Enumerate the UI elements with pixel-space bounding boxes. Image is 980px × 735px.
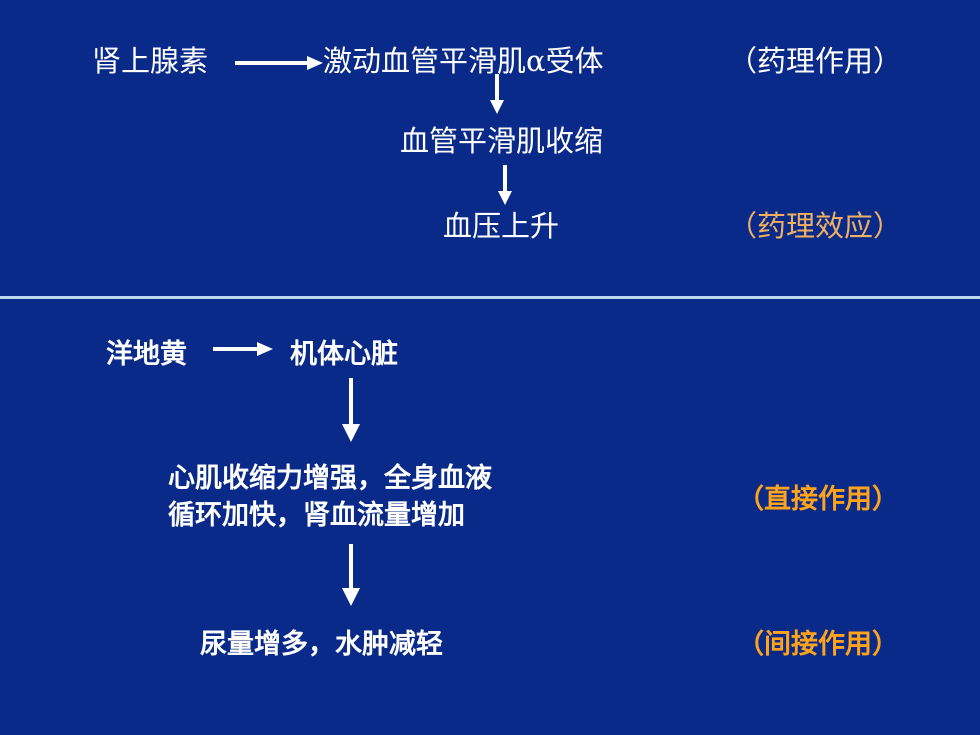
pharmacological-effect-label: （药理效应） — [728, 209, 903, 243]
arrow-right-icon — [235, 56, 323, 70]
epinephrine-text: 肾上腺素 — [92, 44, 209, 78]
indirect-effect-text: 尿量增多，水肿减轻 — [200, 629, 443, 660]
indirect-action-label: （间接作用） — [737, 629, 899, 660]
arrow-right-icon — [213, 342, 273, 356]
arrow-down-icon — [490, 74, 504, 114]
direct-effect-line2: 循环加快，肾血流量增加 — [168, 500, 465, 531]
vasoconstriction-text: 血管平滑肌收缩 — [400, 124, 604, 158]
section-divider — [0, 296, 980, 299]
heart-text: 机体心脏 — [290, 339, 398, 370]
direct-action-label: （直接作用） — [737, 484, 899, 515]
alpha-receptor-text: 激动血管平滑肌α受体 — [323, 44, 604, 78]
arrow-down-icon — [498, 165, 512, 205]
digitalis-text: 洋地黄 — [106, 339, 187, 370]
arrow-down-icon — [342, 378, 360, 442]
arrow-down-icon — [342, 544, 360, 606]
pharmacological-action-label: （药理作用） — [728, 44, 903, 78]
blood-pressure-rise-text: 血压上升 — [443, 209, 560, 243]
direct-effect-line1: 心肌收缩力增强，全身血液 — [168, 463, 492, 494]
